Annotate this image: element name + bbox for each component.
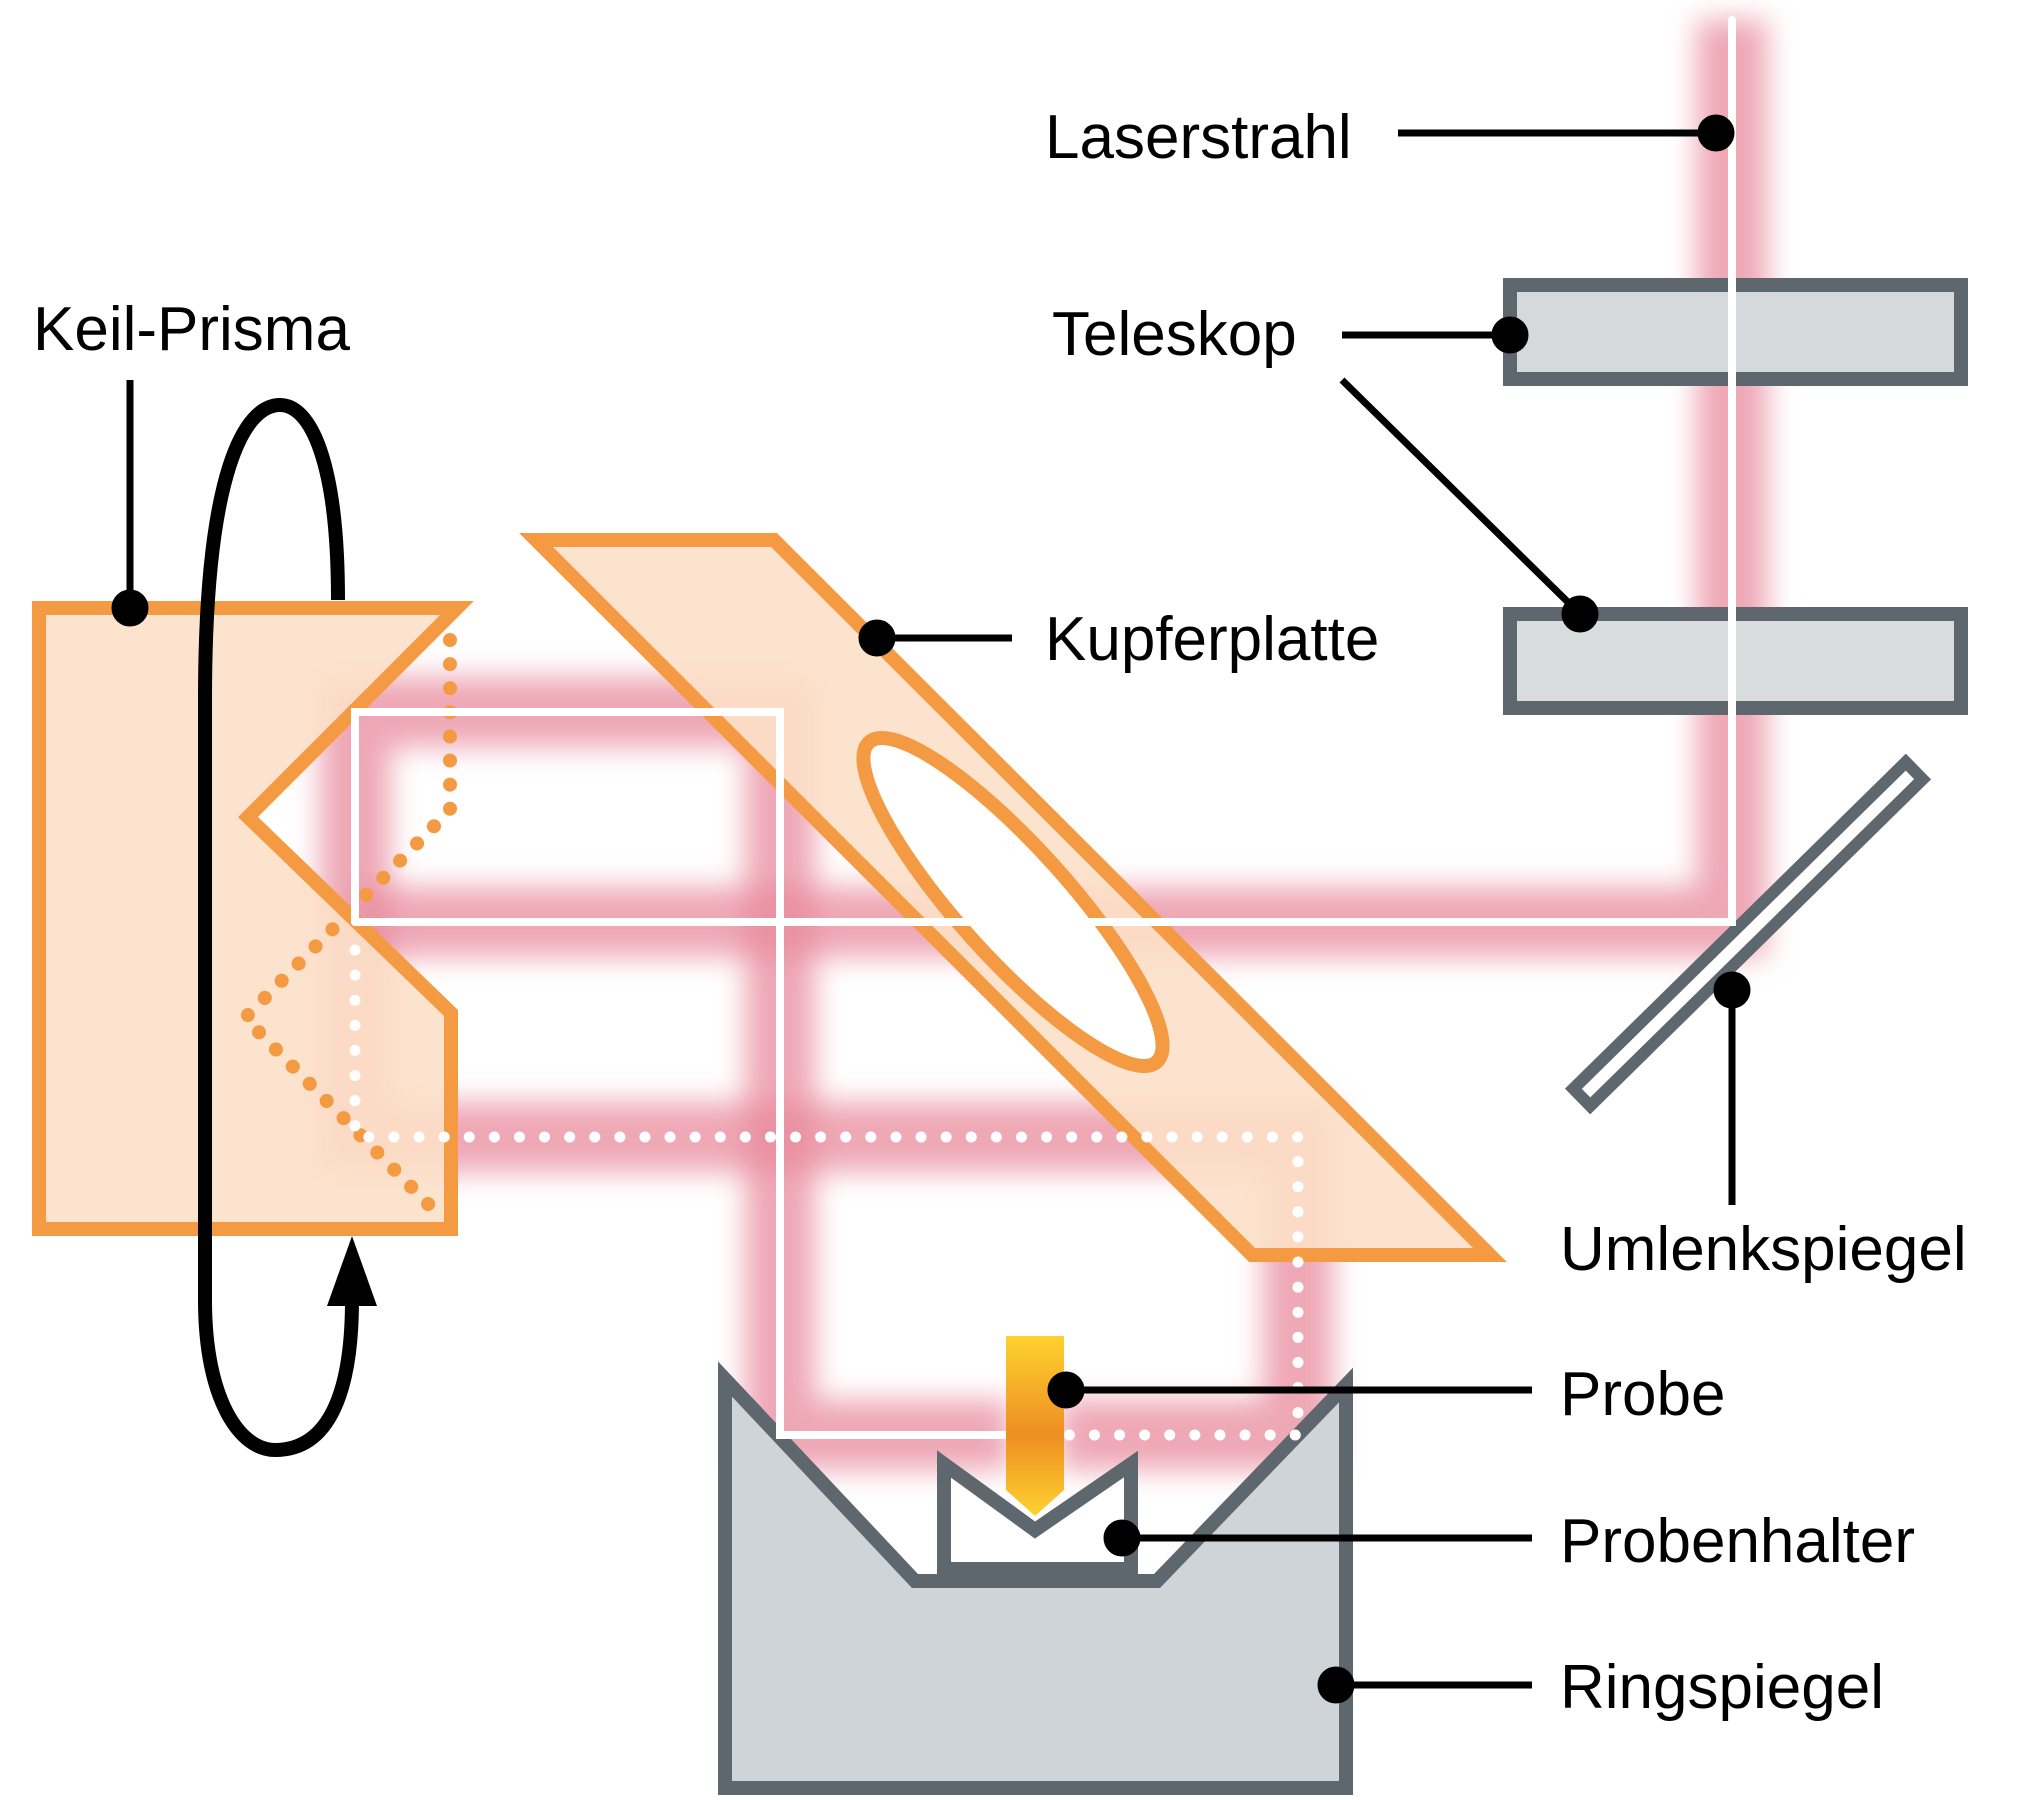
label-deflection-mirror: Umlenkspiegel: [1560, 1215, 1967, 1284]
label-wedge-prism: Keil-Prisma: [33, 295, 350, 364]
label-ring-mirror: Ringspiegel: [1560, 1653, 1884, 1722]
ring-mirror: [718, 1361, 1353, 1795]
label-telescope: Teleskop: [1052, 300, 1297, 369]
label-laser-beam: Laserstrahl: [1045, 103, 1352, 172]
sample-holder: [937, 1450, 1138, 1576]
prism-dotted-path: [235, 633, 457, 1215]
laser-beam-core: [351, 16, 1736, 1439]
laser-beam-dotted: [349, 944, 1304, 1441]
label-sample: Probe: [1560, 1360, 1725, 1429]
arrow-head-icon: [327, 1236, 377, 1306]
deflection-mirror: [1564, 753, 1932, 1115]
label-sample-holder: Probenhalter: [1560, 1507, 1915, 1576]
laser-glow: [320, 20, 1767, 1470]
rotation-arrow-icon: [198, 397, 359, 1458]
copper-plate-hole: [856, 731, 1170, 1073]
sample: [1006, 1336, 1064, 1516]
leader-lines: [111, 114, 1751, 1704]
label-copper-plate: Kupferplatte: [1045, 605, 1379, 674]
